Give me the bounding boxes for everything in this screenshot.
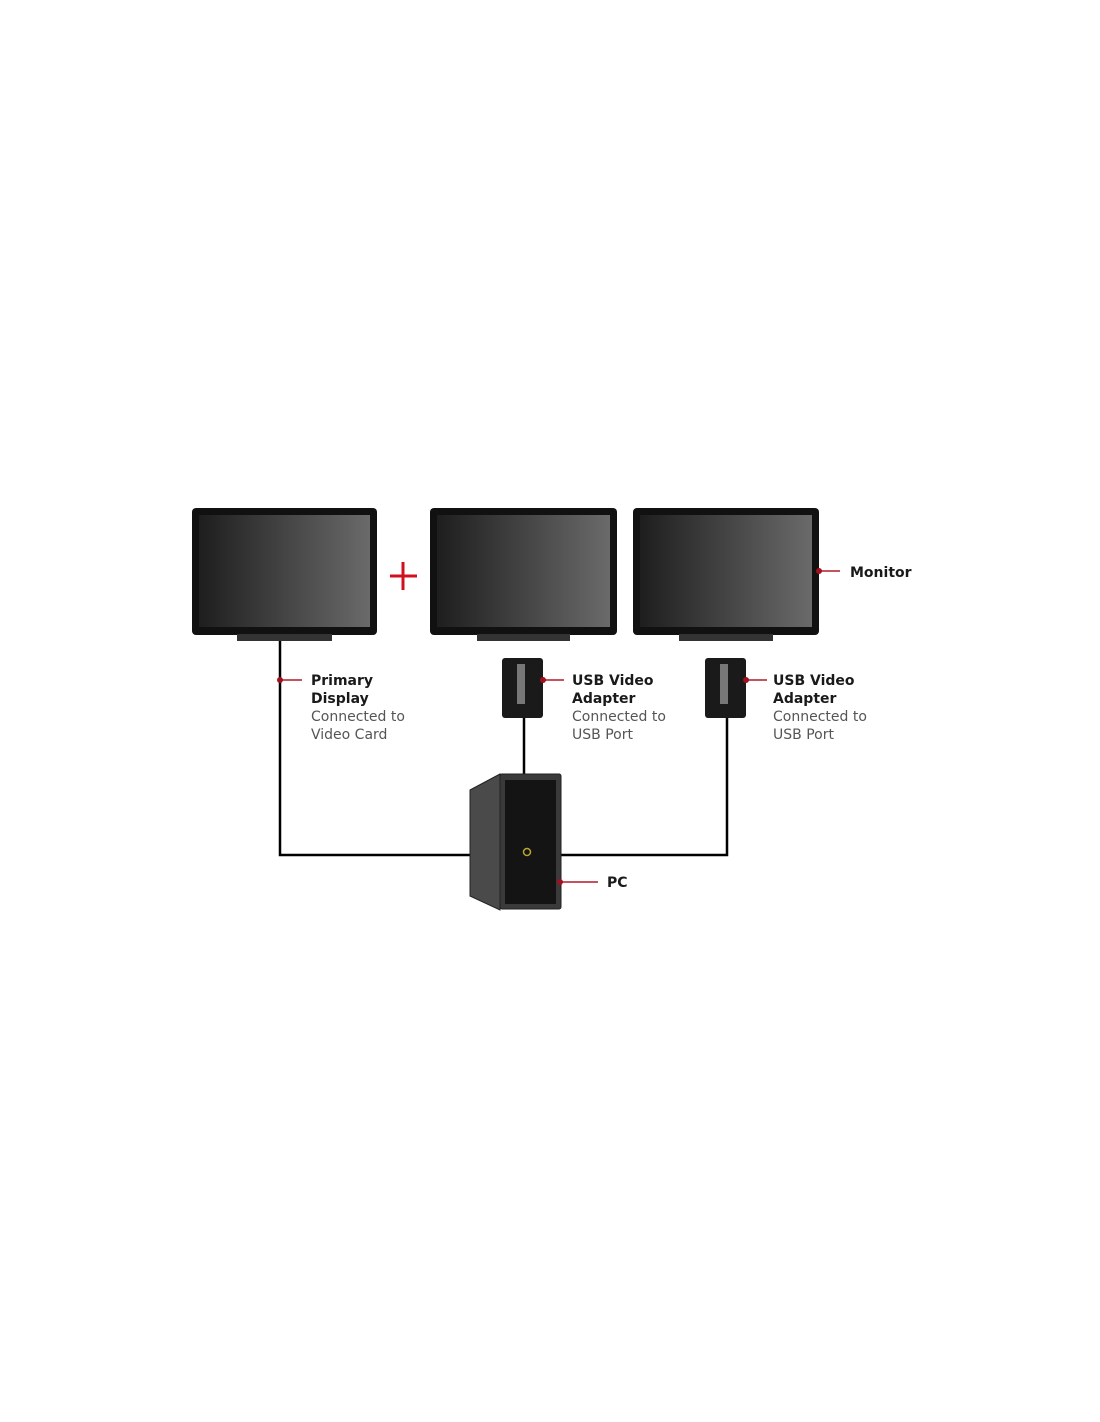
adapter2-label-4: USB Port xyxy=(773,727,834,743)
primary-monitor xyxy=(192,508,377,641)
adapter1-label-3: Connected to xyxy=(572,709,666,725)
primary-label-2: Display xyxy=(311,691,369,707)
adapter2-label-2: Adapter xyxy=(773,691,837,707)
usb-video-adapter-1 xyxy=(502,658,543,718)
pc-tower xyxy=(469,773,562,911)
primary-label-4: Video Card xyxy=(311,727,387,743)
plus-icon xyxy=(390,562,417,590)
secondary-monitor-1 xyxy=(430,508,617,641)
secondary-monitor-2 xyxy=(633,508,819,641)
adapter1-label-2: Adapter xyxy=(572,691,636,707)
adapter2-label-1: USB Video xyxy=(773,673,855,689)
primary-label-1: Primary xyxy=(311,673,373,689)
usb-video-adapter-2 xyxy=(705,658,746,718)
adapter1-label-1: USB Video xyxy=(572,673,654,689)
primary-label-3: Connected to xyxy=(311,709,405,725)
adapter2-cable xyxy=(560,718,729,857)
primary-display-cable xyxy=(278,640,470,857)
monitor-label: Monitor xyxy=(850,565,912,581)
power-button-icon xyxy=(522,847,532,857)
adapter1-label-4: USB Port xyxy=(572,727,633,743)
pc-label: PC xyxy=(607,875,628,891)
adapter2-label-3: Connected to xyxy=(773,709,867,725)
